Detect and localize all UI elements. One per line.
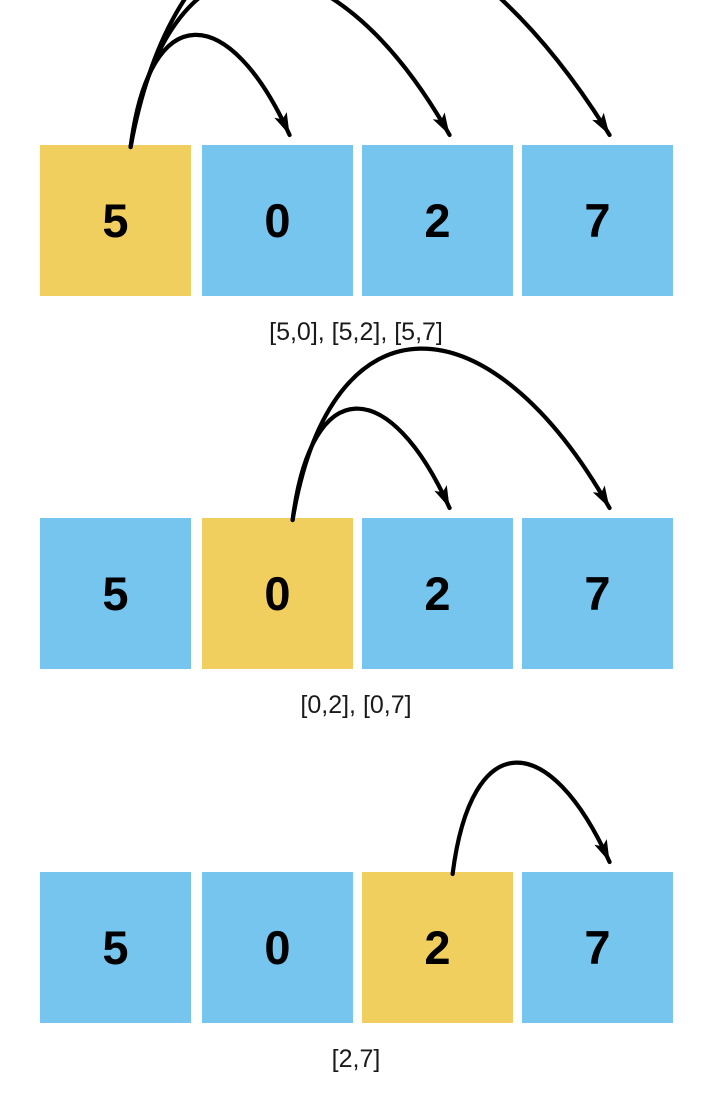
array-cell-value: 0 [264,567,291,620]
pair-arrow-head [274,112,290,135]
array-cell-value: 2 [424,921,451,974]
pair-arrow [450,760,612,877]
row-caption: [0,2], [0,7] [300,691,412,719]
pair-arrow [128,0,452,150]
pair-arrow-head [434,485,450,508]
array-cell-value: 0 [264,921,291,974]
pair-arrow [128,0,612,150]
array-cell-value: 7 [584,921,611,974]
array-cell-value: 5 [102,567,129,620]
pair-arrow-head [594,839,610,862]
array-cell[interactable]: 7 [522,872,673,1023]
pair-arrow-head [432,112,450,135]
pair-arrow [290,406,452,523]
array-cell[interactable]: 2 [362,518,513,669]
pair-arrow-head [592,112,610,135]
array-cell[interactable]: 5 [40,518,191,669]
row-caption: [5,0], [5,2], [5,7] [269,318,443,346]
pair-arrow-head [592,485,610,508]
pair-arrow [128,32,292,150]
array-cell-value: 5 [102,921,129,974]
array-cell-value: 7 [584,194,611,247]
array-cell-value: 7 [584,567,611,620]
array-cell[interactable]: 0 [202,145,353,296]
array-cell[interactable]: 0 [202,518,353,669]
array-cell[interactable]: 5 [40,145,191,296]
array-cell[interactable]: 7 [522,145,673,296]
row-caption: [2,7] [331,1045,381,1073]
array-cell-value: 2 [424,567,451,620]
array-cell-value: 2 [424,194,451,247]
array-cell[interactable]: 0 [202,872,353,1023]
array-cell[interactable]: 7 [522,518,673,669]
pair-arrow [290,346,612,523]
array-cell[interactable]: 2 [362,145,513,296]
array-cell[interactable]: 5 [40,872,191,1023]
array-cell[interactable]: 2 [362,872,513,1023]
array-cell-value: 0 [264,194,291,247]
array-cell-value: 5 [102,194,129,247]
